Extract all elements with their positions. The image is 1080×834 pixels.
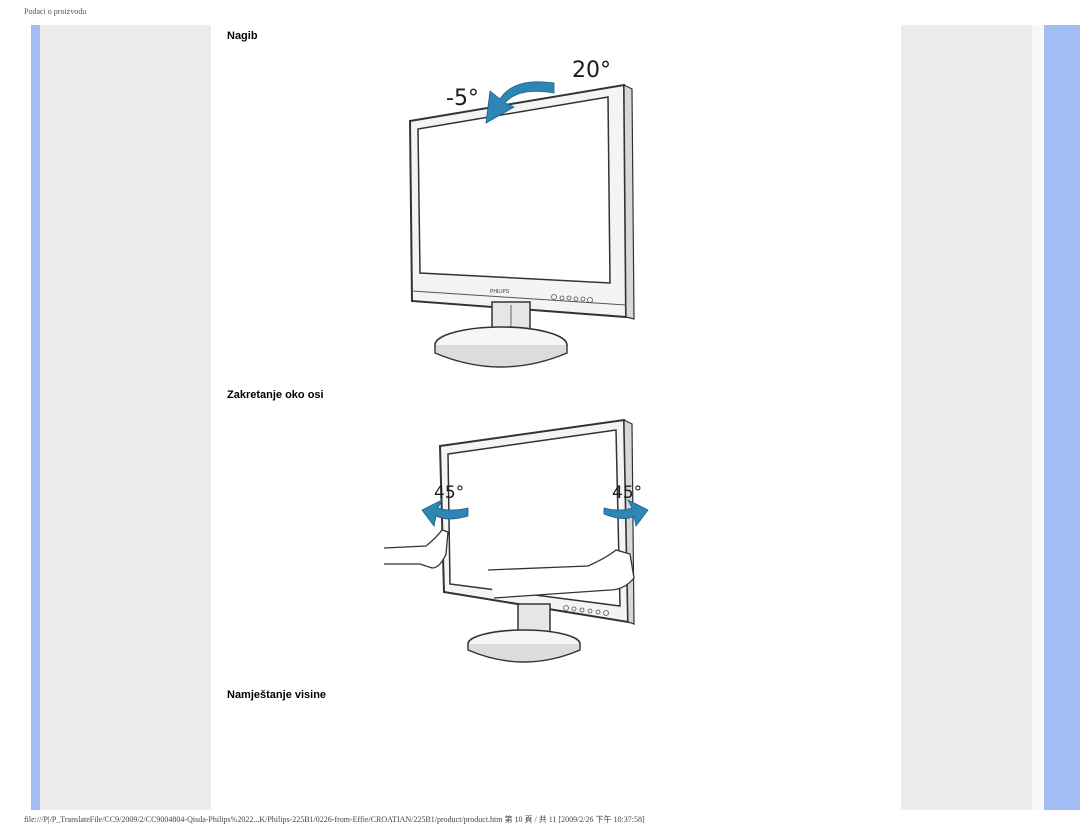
tilt-monitor: PHILIPS [408,83,635,320]
tilt-illustration: PHILIPS 20° -5° [408,58,635,368]
right-accent-bar [1044,25,1080,810]
left-sidebar-panel [40,25,211,810]
right-hand-icon [487,549,635,599]
tilt-stand [434,301,568,368]
section-heading-swivel: Zakretanje oko osi [227,389,324,401]
swivel-angle-right-label: 45° [612,483,642,503]
swivel-stand [467,603,581,663]
page-header-title: Podaci o proizvodu [24,7,87,16]
right-sidebar-panel [901,25,1032,810]
swivel-right-arrow-icon [603,499,649,527]
section-heading-tilt: Nagib [227,30,258,42]
tilt-control-buttons [551,294,593,303]
left-accent-bar [31,25,40,810]
left-hand-icon [384,529,449,569]
footer-file-path: file:///P|/P_TranslateFile/CC9/2009/2/CC… [24,815,645,824]
swivel-angle-left-label: 45° [434,483,464,503]
section-heading-height: Namještanje visine [227,689,327,701]
swivel-illustration: 45° 45° [384,418,649,663]
right-divider-strip [1032,25,1044,810]
tilt-angle-back-label: 20° [572,58,611,83]
tilt-angle-forward-label: -5° [446,86,479,111]
tilt-brand-logo: PHILIPS [490,289,510,295]
tilt-arrow-icon [485,81,555,124]
swivel-left-arrow-icon [421,499,469,527]
